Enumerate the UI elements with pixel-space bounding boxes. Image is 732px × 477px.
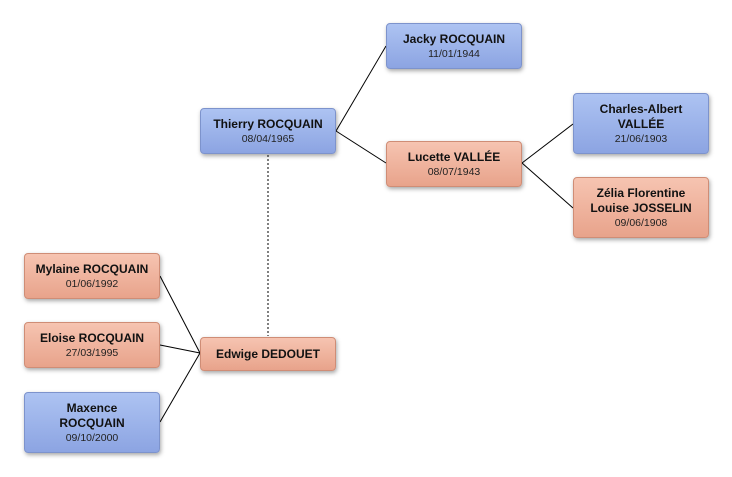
person-card-zelia[interactable]: Zélia Florentine Louise JOSSELIN 09/06/1… — [573, 177, 709, 238]
link-lucette-thierry — [335, 130, 387, 164]
person-date: 11/01/1944 — [428, 47, 480, 60]
person-name: Thierry ROCQUAIN — [213, 116, 323, 131]
person-name: Mylaine ROCQUAIN — [35, 261, 149, 276]
person-card-maxence[interactable]: Maxence ROCQUAIN 09/10/2000 — [24, 392, 160, 453]
person-card-edwige[interactable]: Edwige DEDOUET — [200, 337, 336, 371]
link-mylaine-edwige — [159, 275, 201, 354]
link-eloise-edwige — [159, 344, 201, 354]
link-maxence-edwige — [159, 352, 201, 423]
person-date: 01/06/1992 — [65, 277, 119, 290]
link-charles-lucette — [521, 123, 574, 164]
person-date: 08/07/1943 — [427, 165, 481, 178]
person-date: 09/10/2000 — [65, 431, 119, 444]
person-name: Charles-Albert VALLÉE — [599, 101, 683, 131]
link-zelia-lucette — [521, 162, 574, 209]
person-card-eloise[interactable]: Eloise ROCQUAIN 27/03/1995 — [24, 322, 160, 368]
person-card-jacky[interactable]: Jacky ROCQUAIN 11/01/1944 — [386, 23, 522, 69]
person-card-thierry[interactable]: Thierry ROCQUAIN 08/04/1965 — [200, 108, 336, 154]
link-jacky-thierry — [335, 45, 387, 132]
person-date: 21/06/1903 — [614, 132, 668, 145]
person-name: Jacky ROCQUAIN — [402, 31, 506, 46]
person-name: Lucette VALLÉE — [407, 149, 501, 164]
person-name: Maxence ROCQUAIN — [59, 400, 125, 430]
person-card-mylaine[interactable]: Mylaine ROCQUAIN 01/06/1992 — [24, 253, 160, 299]
person-name: Eloise ROCQUAIN — [39, 330, 144, 345]
person-name: Zélia Florentine Louise JOSSELIN — [590, 185, 692, 215]
person-date: 09/06/1908 — [614, 216, 668, 229]
person-card-charles[interactable]: Charles-Albert VALLÉE 21/06/1903 — [573, 93, 709, 154]
person-card-lucette[interactable]: Lucette VALLÉE 08/07/1943 — [386, 141, 522, 187]
person-date: 08/04/1965 — [241, 132, 295, 145]
person-date: 27/03/1995 — [65, 346, 119, 359]
person-name: Edwige DEDOUET — [215, 346, 320, 361]
